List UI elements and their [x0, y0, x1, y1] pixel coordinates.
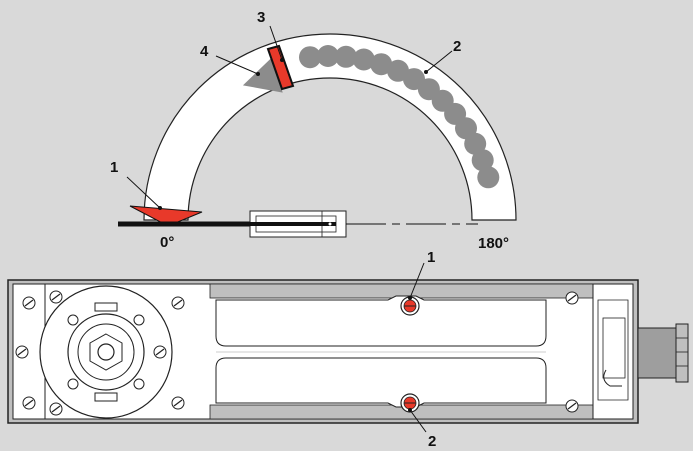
speed-range-dot	[370, 53, 393, 76]
screw-icon	[565, 399, 579, 413]
callout-2: 2	[453, 38, 461, 55]
angle-start-label: 0°	[160, 234, 174, 251]
callout-valve-1: 1	[427, 249, 435, 266]
screw-icon	[171, 396, 185, 410]
end-position-arrow	[129, 205, 203, 227]
screw-icon	[15, 345, 29, 359]
speed-range-dot	[335, 45, 357, 68]
speed-range-dot	[299, 46, 321, 69]
speed-range-dot	[464, 132, 487, 155]
speed-range-dot	[471, 149, 494, 172]
side-valve-housing	[637, 327, 679, 379]
angle-end-label: 180°	[478, 235, 509, 252]
speed-range-dot	[477, 166, 500, 189]
screw-icon	[22, 296, 36, 310]
closer-body: 1 2	[7, 249, 689, 450]
pinion-assembly	[39, 285, 173, 419]
latch-band-marker	[266, 44, 295, 91]
screw-icon	[22, 396, 36, 410]
adjustment-valve-bottom	[400, 393, 420, 413]
callout-valve-2: 2	[428, 433, 436, 450]
screw-icon	[49, 290, 63, 304]
speed-range-dot	[317, 45, 339, 67]
callout-3: 3	[257, 9, 265, 26]
swing-arc-diagram: 1 3 4 2 0° 180°	[110, 9, 517, 252]
callout-1: 1	[110, 159, 118, 176]
callout-4: 4	[200, 43, 209, 60]
screw-icon	[49, 402, 63, 416]
screw-icon	[565, 291, 579, 305]
screw-icon	[153, 345, 167, 359]
speed-range-dot	[352, 48, 375, 71]
speed-range-markers	[299, 45, 500, 189]
screw-icon	[171, 296, 185, 310]
